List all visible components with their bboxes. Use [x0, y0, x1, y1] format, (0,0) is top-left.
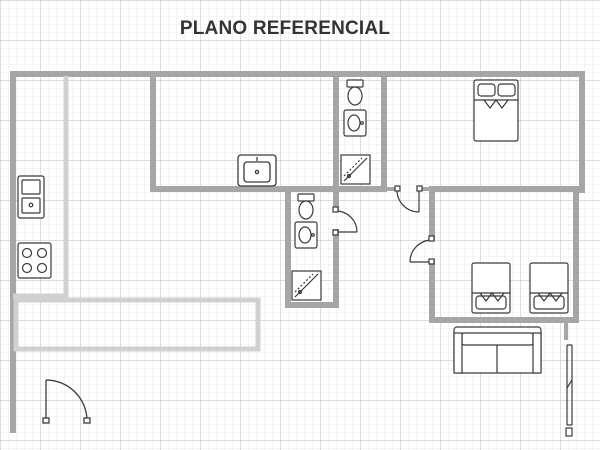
- washbasin-icon: [294, 221, 318, 249]
- plan-title: PLANO REFERENCIAL: [179, 18, 391, 39]
- shower-icon: [291, 270, 322, 301]
- door-swing-icon: [332, 206, 358, 236]
- kitchen-counter: [13, 76, 69, 299]
- single-bed-icon: [471, 262, 511, 314]
- washbasin-icon: [343, 109, 367, 137]
- walls: [10, 71, 585, 433]
- entrance-door-icon: [42, 379, 91, 424]
- kitchen-sink-icon: [17, 175, 45, 219]
- bathroom-2-fixtures: [291, 193, 322, 301]
- toilet-icon: [297, 193, 315, 220]
- window-icon: [565, 344, 573, 437]
- bathroom-1-fixtures: [340, 79, 371, 185]
- toilet-icon: [346, 79, 364, 106]
- double-bed-icon: [473, 79, 519, 142]
- low-partition: [13, 297, 261, 352]
- walls-light: [13, 76, 261, 352]
- door-swing-icon: [394, 185, 423, 213]
- shower-icon: [340, 154, 371, 185]
- stove-icon: [17, 242, 52, 279]
- single-bed-icon: [529, 262, 569, 314]
- sofa-icon: [453, 326, 542, 374]
- sink-icon: [237, 154, 277, 187]
- door-swing-icon: [409, 235, 435, 265]
